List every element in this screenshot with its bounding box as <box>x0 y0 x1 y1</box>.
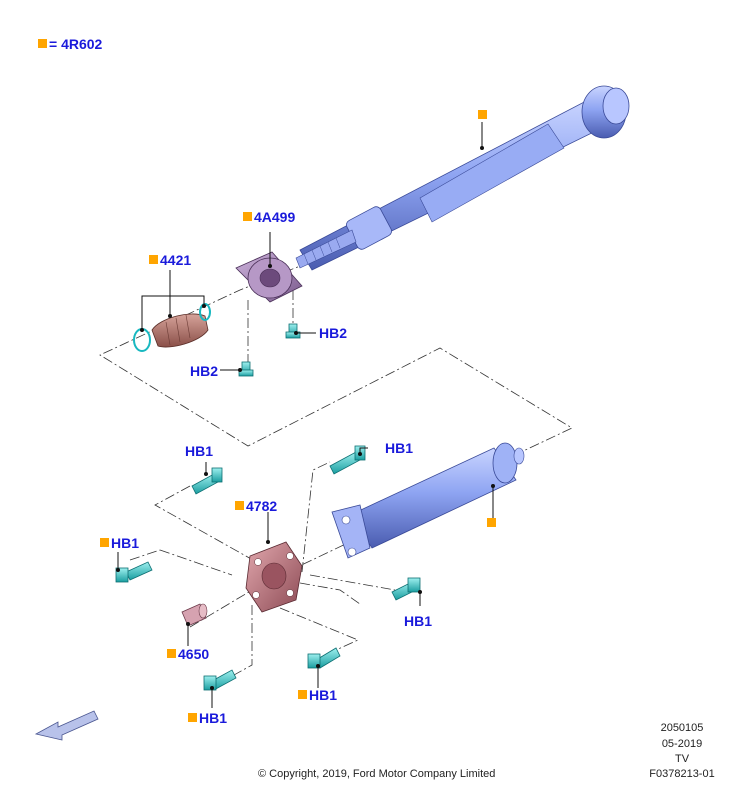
boot-and-clamps <box>133 303 211 352</box>
bushing <box>181 603 208 627</box>
marker-square-icon <box>478 110 487 119</box>
callout-hb1-top-left: HB1 <box>185 443 214 459</box>
marker-square-icon <box>100 538 109 547</box>
callout-hb1-right: HB1 <box>404 613 433 629</box>
callout-hb1-bottom-mid: HB1 <box>298 687 337 703</box>
callout-4421: 4421 <box>149 252 191 268</box>
callout-4a499: 4A499 <box>243 209 295 225</box>
front-driveshaft <box>331 442 525 559</box>
marker-square-icon <box>38 39 47 48</box>
callout-hb2-right: HB2 <box>319 325 348 341</box>
callout-label: 4A499 <box>254 209 296 225</box>
bolt-hb1-right <box>391 577 421 601</box>
callout-label: HB1 <box>199 710 228 726</box>
bolt-hb2-right <box>285 323 301 339</box>
leader-dots <box>116 146 495 690</box>
callout-label: 4782 <box>246 498 278 514</box>
marker-square-icon <box>235 501 244 510</box>
callout-label: 4650 <box>178 646 210 662</box>
marker-square-icon <box>167 649 176 658</box>
callout-hb1-top-right: HB1 <box>385 440 414 456</box>
marker-square-icon <box>149 255 158 264</box>
callout-4782: 4782 <box>235 498 277 514</box>
callout-hb1-left: HB1 <box>100 535 139 551</box>
center-bearing <box>235 251 303 303</box>
meta-code: 2050105 <box>660 722 704 734</box>
bolt-hb1-top-left <box>191 467 223 495</box>
callout-hb1-bottom-left: HB1 <box>188 710 227 726</box>
callout-label: HB1 <box>111 535 140 551</box>
bolt-hb1-left <box>115 561 153 583</box>
meta-date: 05-2019 <box>661 738 703 750</box>
bolt-hb2-left <box>238 361 254 377</box>
front-arrow-icon <box>34 710 99 741</box>
callout-label: 4421 <box>160 252 192 268</box>
callout-label: HB1 <box>309 687 338 703</box>
bolt-hb1-bottom-mid <box>307 647 341 669</box>
legend-text: = 4R602 <box>49 36 103 52</box>
marker-square-icon <box>298 690 307 699</box>
bolts <box>115 323 421 691</box>
marker-square-icon <box>188 713 197 722</box>
legend: = 4R602 <box>38 36 102 52</box>
rear-driveshaft <box>295 85 630 271</box>
marker-square-icon <box>487 518 496 527</box>
marker-square-icon <box>243 212 252 221</box>
copyright-notice: © Copyright, 2019, Ford Motor Company Li… <box>258 768 496 780</box>
meta-view: TV <box>674 753 690 765</box>
callout-4650: 4650 <box>167 646 209 662</box>
callout-hb2-left: HB2 <box>190 363 219 379</box>
meta-figure-id: F0378213-01 <box>649 768 715 780</box>
bolt-hb1-bottom-left <box>203 669 237 691</box>
flex-coupling <box>245 541 303 613</box>
